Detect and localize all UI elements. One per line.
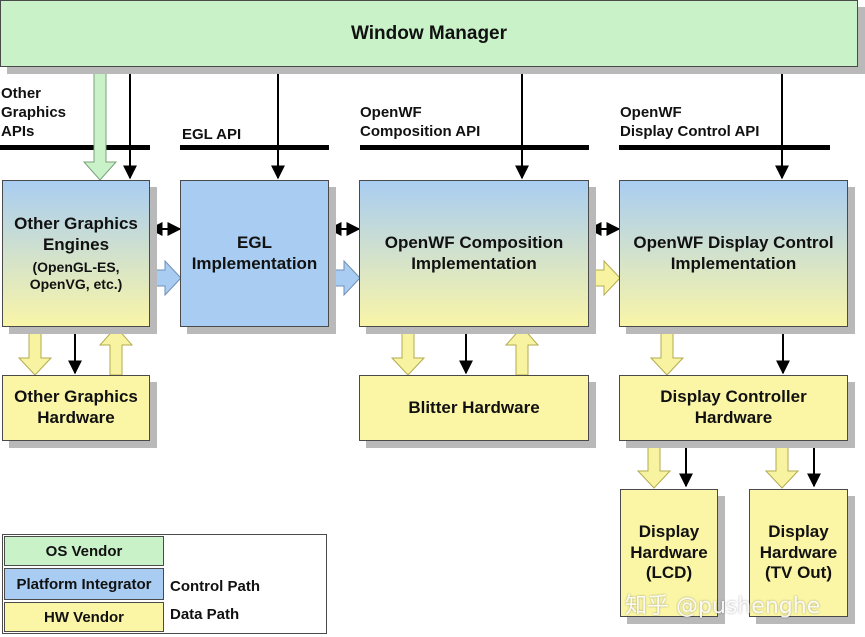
other-hw-line2: Hardware [37,408,115,427]
data-arrow-wm-green [82,66,118,181]
api-label-display-control-line2: Display Control API [620,122,760,140]
legend-control-path-label: Control Path [170,578,260,595]
display-control-line1: OpenWF Display Control [633,232,834,252]
other-graphics-hardware-box: Other Graphics Hardware [2,375,150,441]
data-arrow-egl-to-composition [328,259,361,297]
egl-line1: EGL [237,232,272,252]
data-arrow-composition-up [504,326,540,376]
blitter-label: Blitter Hardware [408,397,540,417]
egl-line2: Implementation [191,253,318,273]
data-arrow-composition-to-display [588,259,621,297]
data-arrow-controller-to-lcd [636,440,672,489]
display-tv-line3: (TV Out) [764,563,833,583]
other-engines-line3: (OpenGL-ES, [32,258,120,275]
display-tv-line2: Hardware [759,542,838,562]
window-manager-label: Window Manager [350,22,508,44]
legend-hw-vendor-label: HW Vendor [43,608,124,626]
composition-line1: OpenWF Composition [384,232,564,252]
data-arrow-other-up [98,326,134,376]
api-label-other-line2: Graphics [1,103,67,121]
legend-data-path-label: Data Path [170,606,240,623]
egl-implementation-box: EGL Implementation [180,180,329,327]
blitter-hardware-box: Blitter Hardware [359,375,589,441]
other-engines-line2: Engines [42,234,110,254]
openwf-composition-box: OpenWF Composition Implementation [359,180,589,327]
data-arrow-other-to-egl [149,259,182,297]
window-manager-box: Window Manager [0,0,858,67]
api-bar-other [0,145,150,150]
legend-os-vendor: OS Vendor [4,536,164,566]
api-label-other-line1: Other [1,85,42,102]
data-arrow-composition-down [390,326,426,376]
api-label-composition: OpenWF Composition API [360,104,480,142]
display-tv-line1: Display [768,521,829,541]
api-label-egl-text: EGL API [182,126,242,143]
api-label-other: Other Graphics APIs [1,85,66,141]
api-label-other-line3: APIs [1,122,35,140]
api-bar-display-control [619,145,830,150]
data-arrow-display-control-down [649,326,685,376]
display-hardware-lcd-box: Display Hardware (LCD) [620,489,718,617]
api-label-display-control-line1: OpenWF [620,104,682,121]
display-controller-hardware-box: Display Controller Hardware [619,375,848,441]
data-arrow-controller-to-tv [764,440,800,489]
openwf-display-control-box: OpenWF Display Control Implementation [619,180,848,327]
legend-hw-vendor: HW Vendor [4,602,164,632]
legend-platform-integrator-label: Platform Integrator [16,575,152,593]
other-engines-line1: Other Graphics [14,214,138,234]
api-label-composition-line2: Composition API [360,122,481,140]
composition-line2: Implementation [411,253,537,273]
other-engines-line4: OpenVG, etc.) [29,275,123,292]
display-controller-line1: Display Controller [660,387,807,407]
watermark: 知乎 @pushenghe [625,594,821,619]
display-control-line2: Implementation [670,253,797,273]
display-lcd-line1: Display [638,521,700,541]
other-graphics-engines-box: Other Graphics Engines (OpenGL-ES, OpenV… [2,180,150,327]
display-hardware-tv-box: Display Hardware (TV Out) [749,489,848,617]
api-bar-composition [360,145,589,150]
legend-platform-integrator: Platform Integrator [4,568,164,600]
api-bar-egl [180,145,329,150]
api-label-egl: EGL API [182,126,241,145]
display-controller-line2: Hardware [694,408,773,427]
other-hw-line1: Other Graphics [14,387,138,407]
api-label-display-control: OpenWF Display Control API [620,104,759,142]
data-arrow-other-down [17,326,53,376]
legend-os-vendor-label: OS Vendor [45,542,123,560]
display-lcd-line3: (LCD) [645,563,693,583]
display-lcd-line2: Hardware [630,542,708,562]
api-label-composition-line1: OpenWF [360,104,422,121]
